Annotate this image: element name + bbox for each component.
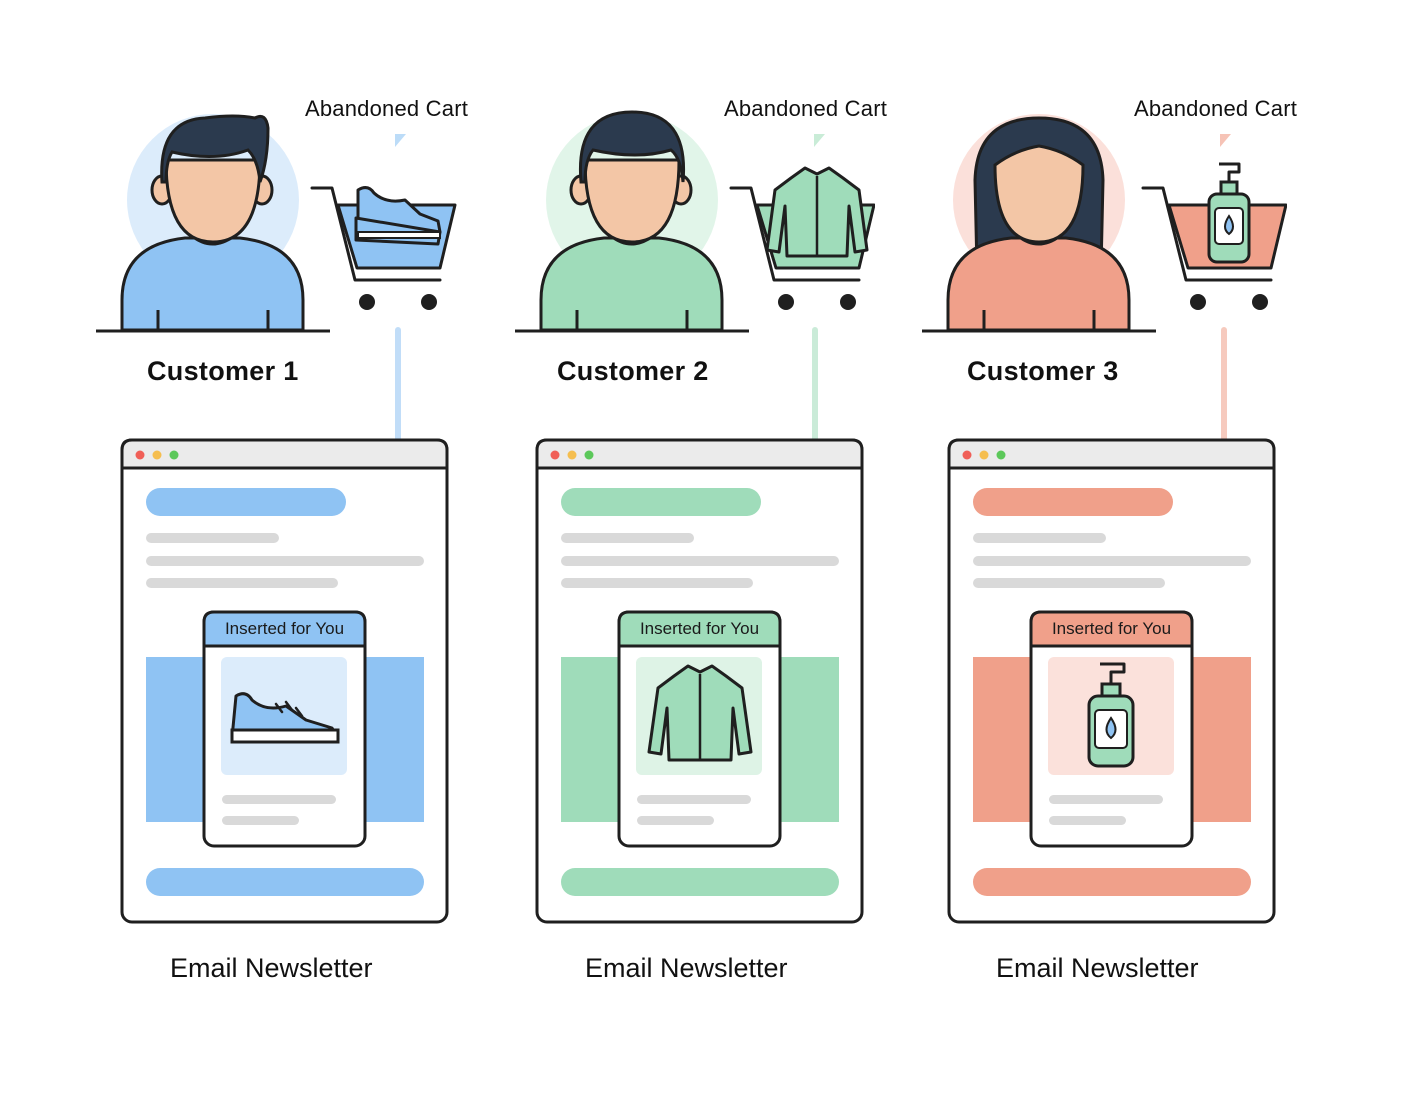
column-art-1 <box>96 114 457 924</box>
inserted-for-you-label: Inserted for You <box>224 619 345 638</box>
column-art-2 <box>515 110 875 924</box>
email-newsletter-label: Email Newsletter <box>170 953 373 983</box>
customer-name: Customer 1 <box>147 356 299 386</box>
customer-column-2: Abandoned Cart Customer 2 Inserted for Y… <box>415 0 887 1094</box>
sneaker-icon <box>230 692 340 744</box>
customer-avatar <box>922 114 1156 333</box>
email-window <box>947 438 1276 924</box>
inserted-for-you-label: Inserted for You <box>1051 619 1172 638</box>
inserted-for-you-label: Inserted for You <box>639 619 760 638</box>
jacket-icon <box>647 664 753 762</box>
customer-name: Customer 3 <box>967 356 1119 386</box>
customer-avatar <box>96 114 330 333</box>
email-newsletter-label: Email Newsletter <box>585 953 788 983</box>
customer-column-1: Abandoned Cart Customer 1 Inserted for Y… <box>0 0 468 1094</box>
sneaker-icon <box>354 186 442 246</box>
abandoned-cart-label: Abandoned Cart <box>1134 96 1298 121</box>
soap-bottle-icon <box>1087 662 1135 768</box>
email-newsletter-label: Email Newsletter <box>996 953 1199 983</box>
jacket-icon <box>765 166 869 258</box>
abandoned-cart-label: Abandoned Cart <box>724 96 888 121</box>
abandoned-cart-label: Abandoned Cart <box>305 96 469 121</box>
customer-column-3: Abandoned Cart Customer 3 Inserted for Y… <box>827 0 1297 1094</box>
customer-avatar <box>515 110 749 333</box>
customer-name: Customer 2 <box>557 356 709 386</box>
email-window <box>120 438 449 924</box>
column-art-3 <box>922 114 1287 924</box>
soap-bottle-icon <box>1207 162 1251 264</box>
